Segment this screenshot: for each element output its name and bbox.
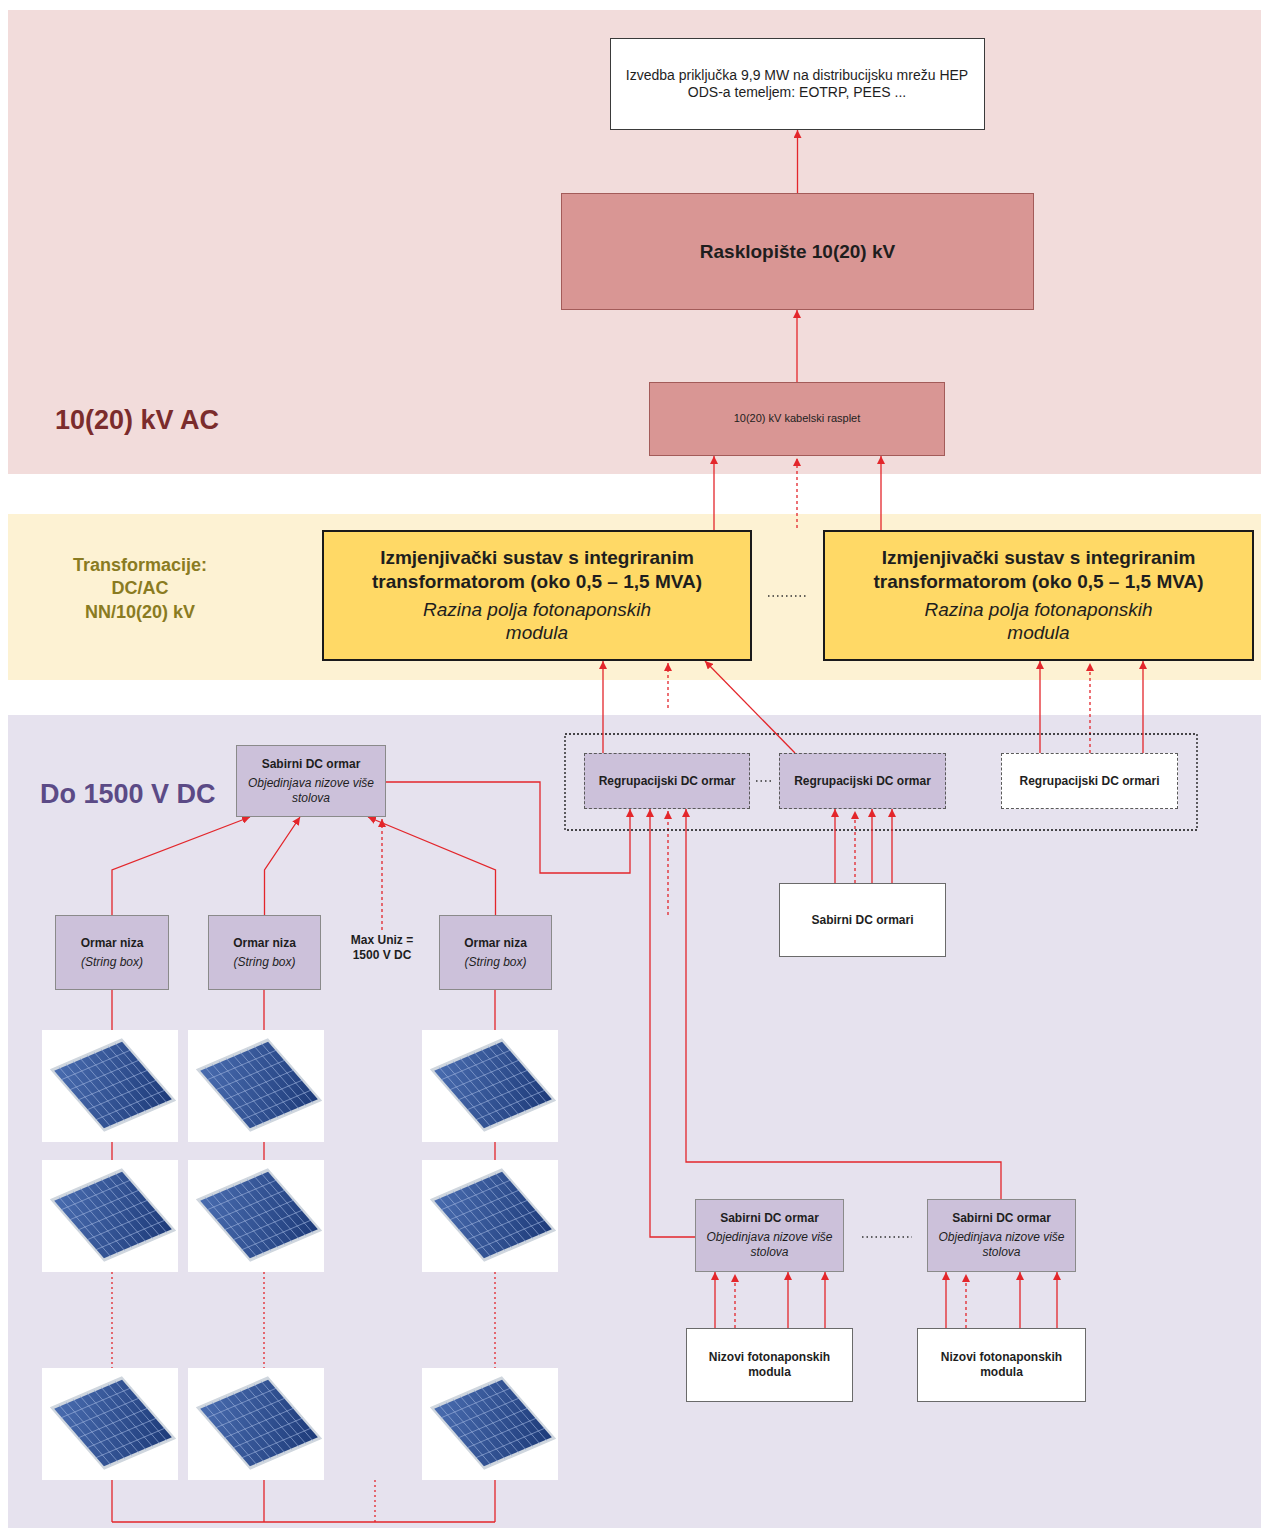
box-title: 10(20) kV kabelski rasplet xyxy=(734,412,861,426)
process-box: Nizovi fotonaponskih modula xyxy=(686,1328,853,1402)
box-title: Sabirni DC ormar xyxy=(952,1211,1051,1226)
box-title: Izmjenjivački sustav s integriranim tran… xyxy=(330,546,744,594)
connector-arrow xyxy=(112,817,250,915)
band-label: Transformacije: DC/AC NN/10(20) kV xyxy=(70,554,210,624)
process-box: Sabirni DC ormarObjedinjava nizove više … xyxy=(236,745,386,817)
connector-arrow xyxy=(386,782,630,873)
connector-arrow xyxy=(891,809,892,883)
connector-arrow xyxy=(871,809,872,883)
box-subtitle: (String box) xyxy=(464,955,526,970)
box-subtitle: Objedinjava nizove više stolova xyxy=(702,1230,837,1260)
process-box: Sabirni DC ormari xyxy=(779,883,946,957)
connector-arrow xyxy=(1019,1272,1020,1328)
process-box: Sabirni DC ormarObjedinjava nizove više … xyxy=(927,1199,1076,1272)
band-label: Do 1500 V DC xyxy=(40,777,216,812)
connector-arrow xyxy=(880,456,881,530)
box-subtitle: Razina polja fotonaponskih modula xyxy=(904,598,1174,646)
process-box: Rasklopište 10(20) kV xyxy=(561,193,1034,310)
voltage-note: Max Uniz = 1500 V DC xyxy=(338,933,426,963)
box-title: Sabirni DC ormari xyxy=(811,913,913,928)
box-title: Sabirni DC ormar xyxy=(262,757,361,772)
box-title: Regrupacijski DC ormari xyxy=(1019,774,1159,789)
process-box: Regrupacijski DC ormar xyxy=(584,753,750,809)
process-box: Regrupacijski DC ormar xyxy=(779,753,946,809)
ellipsis-dots xyxy=(756,596,912,1237)
process-box: Ormar niza (String box) xyxy=(439,915,552,990)
box-title: Izvedba priključka 9,9 MW na distribucij… xyxy=(617,67,978,102)
connector-arrow xyxy=(824,1272,825,1328)
connector-arrow xyxy=(686,809,1001,1199)
box-title: Nizovi fotonaponskih modula xyxy=(693,1350,846,1380)
connector-arrow xyxy=(1039,661,1040,753)
box-subtitle: Objedinjava nizove više stolova xyxy=(934,1230,1069,1260)
group-outline xyxy=(565,734,1197,830)
box-title: Ormar niza xyxy=(81,936,144,951)
connector-arrow xyxy=(650,809,695,1237)
connector-arrow xyxy=(787,1272,788,1328)
box-title: Izmjenjivački sustav s integriranim tran… xyxy=(831,546,1246,594)
process-box: Ormar niza (String box) xyxy=(55,915,169,990)
box-title: Ormar niza xyxy=(233,936,296,951)
string-wires xyxy=(112,990,495,1522)
connector-arrow xyxy=(796,310,797,382)
box-title: Ormar niza xyxy=(464,936,527,951)
band-label: 10(20) kV AC xyxy=(55,403,219,438)
connector-arrow xyxy=(1142,661,1143,753)
box-title: Sabirni DC ormar xyxy=(720,1211,819,1226)
box-title: Rasklopište 10(20) kV xyxy=(700,240,895,264)
dotted-arrows xyxy=(382,458,1090,1328)
connector-arrow xyxy=(834,809,835,883)
label-holder: Max Uniz = 1500 V DC xyxy=(338,933,426,963)
connector-arrow xyxy=(713,456,714,530)
process-box: Sabirni DC ormarObjedinjava nizove više … xyxy=(695,1199,844,1272)
box-title: Regrupacijski DC ormar xyxy=(794,774,931,789)
connector-arrow xyxy=(705,661,795,753)
connector-arrow xyxy=(265,817,301,915)
connector-arrow xyxy=(714,1272,715,1328)
process-box: 10(20) kV kabelski rasplet xyxy=(649,382,945,456)
connector-arrow xyxy=(602,661,603,753)
connector-arrow xyxy=(797,130,798,193)
box-title: Nizovi fotonaponskih modula xyxy=(924,1350,1079,1380)
process-box: Izmjenjivački sustav s integriranim tran… xyxy=(823,530,1254,661)
box-subtitle: Razina polja fotonaponskih modula xyxy=(402,598,672,646)
box-subtitle: Objedinjava nizove više stolova xyxy=(243,776,379,806)
process-box: Izmjenjivački sustav s integriranim tran… xyxy=(322,530,752,661)
band-region: Izvedba priključka 9,9 MW na distribucij… xyxy=(8,10,1261,474)
box-subtitle: (String box) xyxy=(233,955,295,970)
box-subtitle: (String box) xyxy=(81,955,143,970)
band-region: Izmjenjivački sustav s integriranim tran… xyxy=(8,514,1261,680)
connector-arrow xyxy=(1056,1272,1057,1328)
panel-tiles xyxy=(42,1030,558,1480)
process-box: Izvedba priključka 9,9 MW na distribucij… xyxy=(610,38,985,130)
pv-modules xyxy=(52,1040,554,1468)
box-title: Regrupacijski DC ormar xyxy=(599,774,736,789)
string-wires-dotted xyxy=(112,1272,495,1522)
process-box: Ormar niza (String box) xyxy=(208,915,321,990)
process-box: Nizovi fotonaponskih modula xyxy=(917,1328,1086,1402)
connector-arrow xyxy=(368,817,496,915)
connector-arrow xyxy=(945,1272,946,1328)
process-box: Regrupacijski DC ormari xyxy=(1001,753,1178,809)
